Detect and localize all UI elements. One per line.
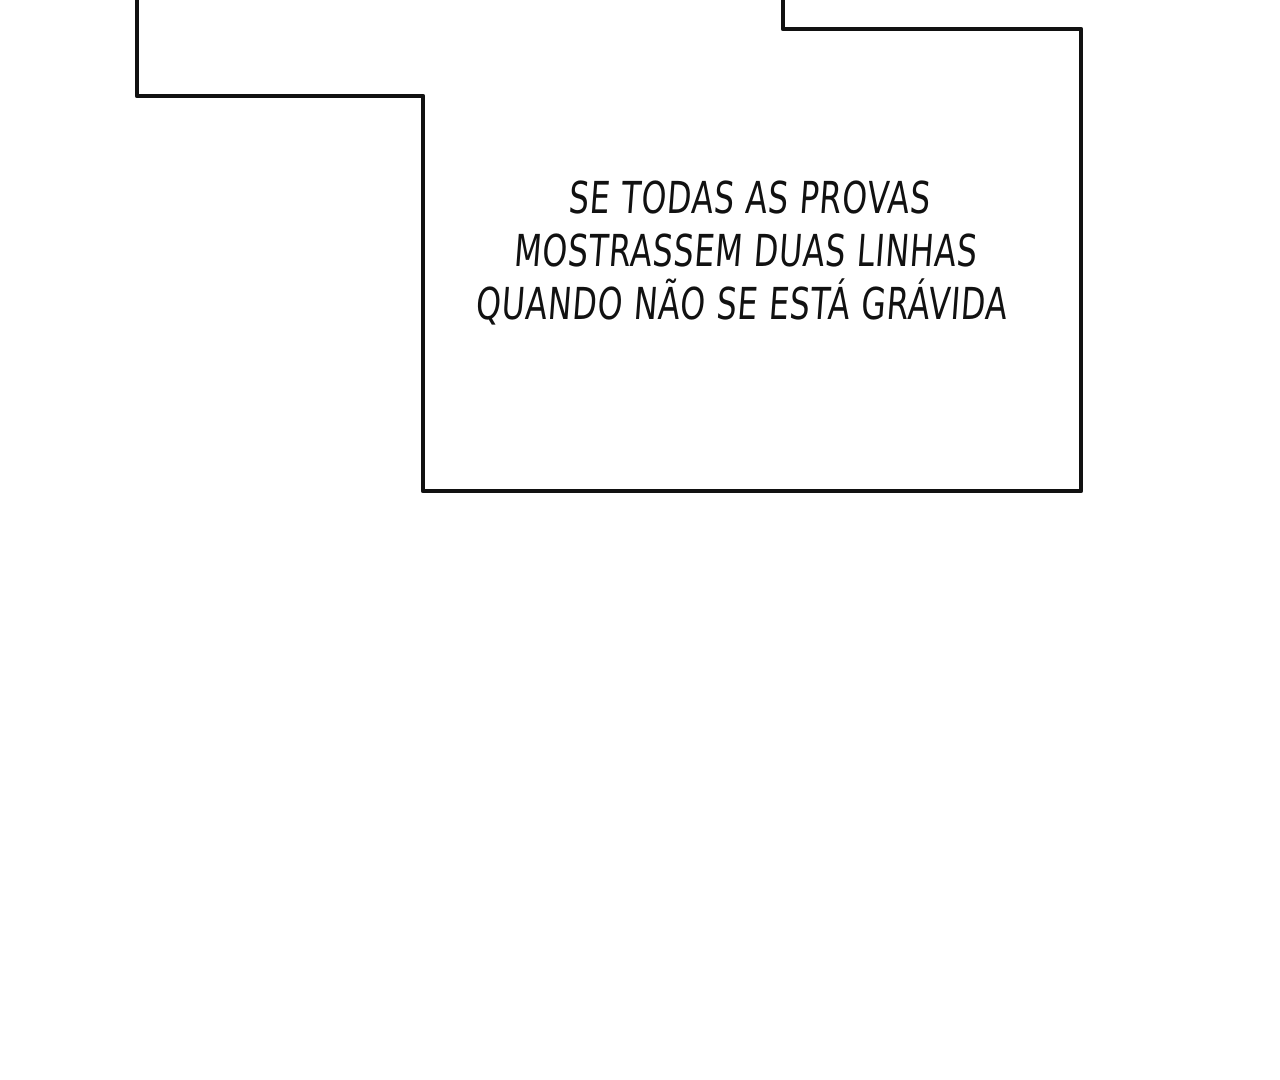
upper-left-panel-edge bbox=[135, 0, 1083, 493]
caption-line-2: MOSTRASSEM DUAS LINHAS bbox=[512, 226, 980, 277]
caption-line-1: SE TODAS AS PROVAS bbox=[567, 173, 933, 224]
caption-line-3: QUANDO NÃO SE ESTÁ GRÁVIDA bbox=[474, 279, 1010, 330]
narration-caption: SE TODAS AS PROVAS MOSTRASSEM DUAS LINHA… bbox=[474, 172, 1018, 331]
